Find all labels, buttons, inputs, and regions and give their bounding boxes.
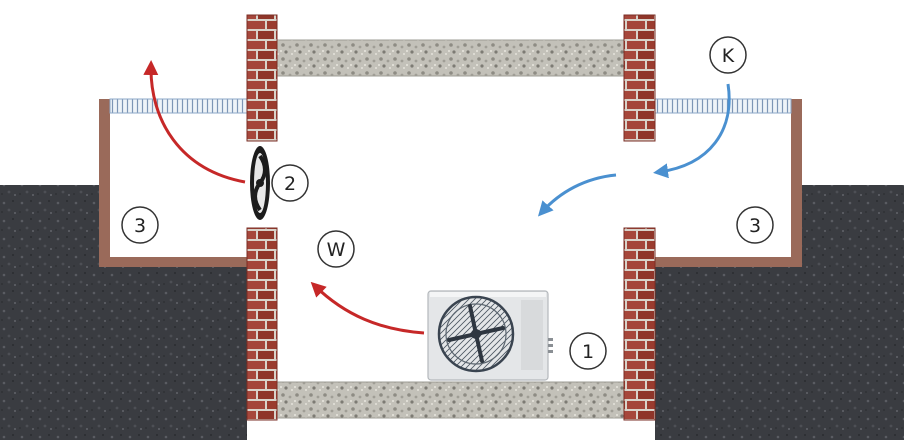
outdoor-unit-icon bbox=[427, 290, 553, 381]
label-fan: 2 bbox=[271, 164, 309, 202]
left-grate bbox=[109, 98, 248, 114]
label-unit-text: 1 bbox=[582, 341, 594, 363]
label-warm: W bbox=[317, 230, 355, 268]
ceiling-slab bbox=[276, 39, 625, 77]
floor-slab bbox=[276, 381, 625, 419]
cold-arrow-intake bbox=[653, 83, 731, 179]
label-shaft-left: 3 bbox=[121, 206, 159, 244]
warm-arrow-exhaust bbox=[143, 60, 246, 184]
brick-wall-right-upper bbox=[623, 14, 656, 142]
cold-arrow-inside bbox=[537, 173, 617, 217]
label-shaft-right-text: 3 bbox=[749, 215, 761, 237]
right-grate bbox=[654, 98, 792, 114]
exhaust-fan-icon bbox=[250, 146, 270, 220]
right-shaft-wall bbox=[655, 99, 802, 267]
left-shaft-wall bbox=[99, 99, 247, 267]
label-cold: K bbox=[709, 36, 747, 74]
brick-wall-left-lower bbox=[246, 227, 278, 421]
warm-arrow-from-unit bbox=[310, 281, 425, 335]
label-fan-text: 2 bbox=[284, 173, 296, 195]
label-warm-text: W bbox=[327, 239, 346, 261]
warm-air-arrows bbox=[143, 60, 425, 335]
cold-air-arrows bbox=[537, 83, 731, 217]
label-shaft-right: 3 bbox=[736, 206, 774, 244]
brick-wall-left-upper bbox=[246, 14, 278, 142]
label-unit: 1 bbox=[569, 332, 607, 370]
brick-wall-right-lower bbox=[623, 227, 656, 421]
label-shaft-left-text: 3 bbox=[134, 215, 146, 237]
label-cold-text: K bbox=[722, 45, 735, 67]
